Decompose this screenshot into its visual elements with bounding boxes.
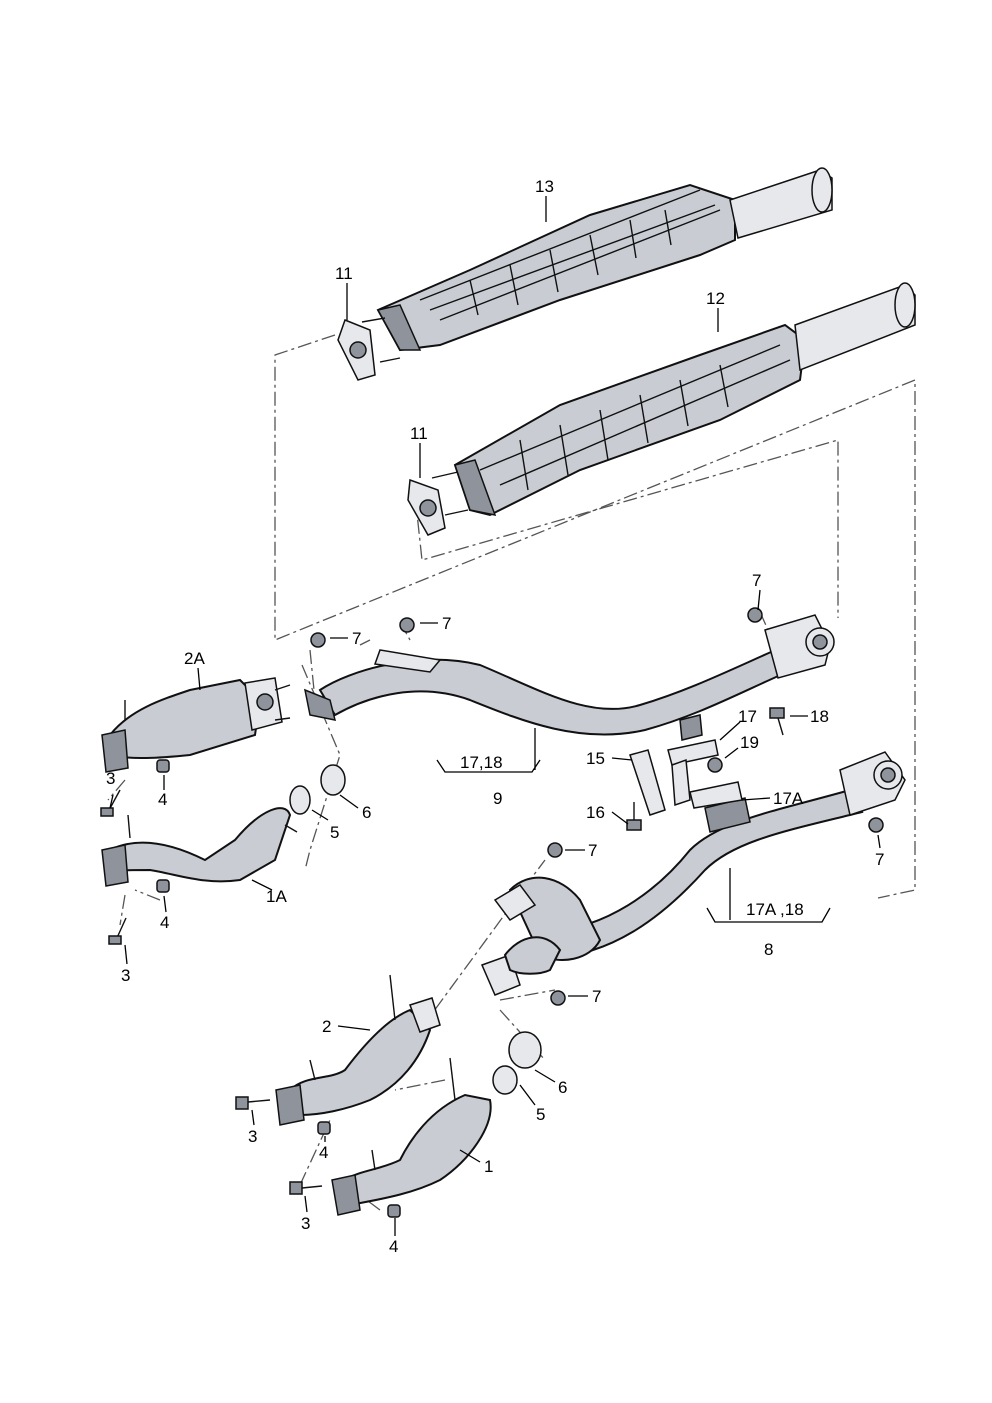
- bolts-3: [100, 789, 323, 1195]
- callout-16: 16: [586, 803, 605, 822]
- rear-silencer-13[interactable]: [376, 167, 833, 352]
- callout-7-b: 7: [442, 614, 451, 633]
- callout-7-c: 7: [352, 629, 361, 648]
- callout-19: 19: [740, 733, 759, 752]
- leader-lines: [109, 196, 881, 1236]
- callout-7-f: 7: [592, 987, 601, 1006]
- callout-15: 15: [586, 749, 605, 768]
- callout-4-c: 4: [319, 1143, 328, 1162]
- front-pipe-9[interactable]: [303, 614, 835, 741]
- stud-bolts-top: [361, 317, 401, 363]
- callout-17A-18: 17A ,18: [746, 900, 804, 919]
- callout-18: 18: [810, 707, 829, 726]
- callout-11-top: 11: [335, 264, 353, 283]
- nuts-4: [156, 759, 401, 1218]
- callout-7-a: 7: [752, 571, 761, 590]
- callout-4-d: 4: [389, 1237, 398, 1256]
- callout-11-mid: 11: [410, 424, 428, 443]
- catalytic-converter-1[interactable]: [331, 1057, 492, 1216]
- catalytic-converter-2A[interactable]: [101, 677, 291, 773]
- callout-17A: 17A: [773, 789, 804, 808]
- callout-6-a: 6: [362, 803, 371, 822]
- callout-6-b: 6: [558, 1078, 567, 1097]
- callout-1A: 1A: [266, 887, 287, 906]
- front-pipe-8[interactable]: [480, 751, 906, 996]
- callout-9: 9: [493, 789, 502, 808]
- callout-17-18: 17,18: [460, 753, 503, 772]
- bracket-17[interactable]: [667, 739, 719, 807]
- callout-3-a: 3: [106, 769, 115, 788]
- bracket-15[interactable]: [629, 749, 666, 816]
- callout-1: 1: [484, 1157, 493, 1176]
- callout-2: 2: [322, 1017, 331, 1036]
- callout-4-b: 4: [160, 913, 169, 932]
- rear-silencer-12[interactable]: [453, 282, 916, 517]
- callout-8: 8: [764, 940, 773, 959]
- gasket-11-top[interactable]: [337, 319, 376, 381]
- gasket-11-mid[interactable]: [407, 478, 446, 536]
- nuts-7: [310, 607, 884, 1006]
- catalytic-converter-2[interactable]: [275, 974, 441, 1126]
- assembly-guide-lines: [107, 334, 916, 1211]
- callout-7-d: 7: [588, 841, 597, 860]
- callout-5-a: 5: [330, 823, 339, 842]
- seals-and-clamps: [289, 764, 542, 1095]
- callout-3-d: 3: [301, 1214, 310, 1233]
- callout-4-a: 4: [158, 790, 167, 809]
- callout-3-c: 3: [248, 1127, 257, 1146]
- callout-7-e: 7: [875, 850, 884, 869]
- nut-19[interactable]: [707, 757, 723, 773]
- callout-12: 12: [706, 289, 725, 308]
- callout-3-b: 3: [121, 966, 130, 985]
- callout-5-b: 5: [536, 1105, 545, 1124]
- bolt-18[interactable]: [769, 707, 785, 736]
- catalytic-converter-1A[interactable]: [101, 807, 298, 887]
- callout-2A: 2A: [184, 649, 205, 668]
- callout-17: 17: [738, 707, 757, 726]
- bolt-16[interactable]: [626, 802, 642, 831]
- callout-labels: 13 11 12 11 7 7 7 2A 17,18 9 17 18 15 19…: [106, 177, 884, 1256]
- stud-bolts-mid: [431, 471, 469, 516]
- callout-13: 13: [535, 177, 554, 196]
